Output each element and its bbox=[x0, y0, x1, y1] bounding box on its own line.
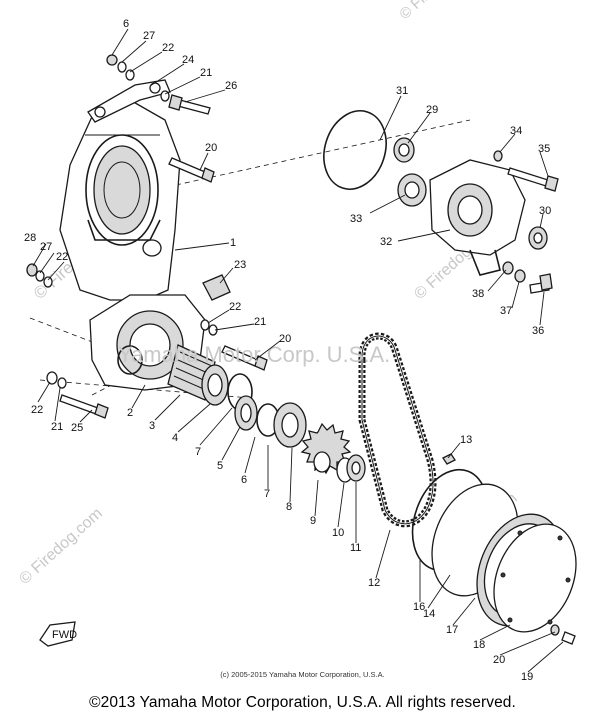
washer-22-left bbox=[46, 371, 58, 385]
callout-16: 17 bbox=[446, 624, 458, 636]
callout-numbers: 6 27 22 24 21 26 20 1 23 22 21 20 28 27 … bbox=[24, 18, 551, 683]
bearing-ring bbox=[201, 364, 229, 406]
small-copyright: (c) 2005-2015 Yamaha Motor Corporation, … bbox=[220, 670, 385, 679]
callout-29: 29 bbox=[426, 104, 438, 116]
callout-33: 33 bbox=[350, 213, 362, 225]
callout-21: 21 bbox=[200, 67, 212, 79]
callout-14: 14 bbox=[423, 608, 435, 620]
bolt-20-lower bbox=[221, 345, 268, 371]
washer-34 bbox=[493, 150, 503, 162]
callout-20: 20 bbox=[205, 142, 217, 154]
callout-9: 9 bbox=[310, 515, 316, 527]
callout-15: 16 bbox=[413, 601, 425, 613]
watermark-firedog-top-right: © Firedog.com bbox=[396, 0, 481, 23]
washer-22-upper bbox=[125, 69, 135, 81]
nut-28-left bbox=[26, 263, 38, 277]
callout-23: 23 bbox=[234, 259, 246, 271]
callout-25: 25 bbox=[71, 422, 83, 434]
callout-3: 3 bbox=[149, 420, 155, 432]
callout-22-b: 22 bbox=[229, 301, 241, 313]
callout-31: 31 bbox=[396, 85, 408, 97]
crankcase-cover bbox=[59, 99, 181, 301]
washer-21-left bbox=[57, 377, 67, 389]
callout-20-b: 20 bbox=[279, 333, 291, 345]
callout-5: 5 bbox=[217, 460, 223, 472]
drive-sprocket bbox=[300, 422, 352, 475]
chain-joint-clip bbox=[442, 453, 456, 465]
callout-22: 22 bbox=[162, 42, 174, 54]
damper-23 bbox=[202, 274, 231, 301]
callout-1: 1 bbox=[230, 237, 236, 249]
forward-arrow-icon: FWD bbox=[39, 621, 77, 647]
thrust-washer bbox=[234, 395, 258, 431]
washer-37 bbox=[514, 269, 526, 283]
callout-27: 27 bbox=[143, 30, 155, 42]
callout-28-b: 28 bbox=[24, 232, 36, 244]
washer-22-mid bbox=[200, 319, 210, 331]
callout-7: 7 bbox=[195, 446, 201, 458]
callout-8: 8 bbox=[286, 501, 292, 513]
watermark-center: Yamaha Motor Corp. U.S.A. bbox=[118, 342, 390, 367]
screw bbox=[561, 631, 576, 645]
washer-22-left-top bbox=[43, 276, 53, 288]
sprocket-nut bbox=[346, 454, 366, 482]
callout-13: 13 bbox=[460, 434, 472, 446]
washer-27-upper bbox=[117, 61, 127, 73]
callout-21-c: 21 bbox=[51, 421, 63, 433]
bolt-26 bbox=[168, 94, 211, 115]
svg-text:FWD: FWD bbox=[52, 629, 77, 641]
callout-30: 30 bbox=[539, 205, 551, 217]
oil-seal-30 bbox=[528, 226, 548, 250]
nut-28-upper bbox=[106, 54, 118, 66]
drive-chain bbox=[358, 332, 437, 528]
callout-38: 38 bbox=[472, 288, 484, 300]
callout-35: 35 bbox=[538, 143, 550, 155]
leader-lines bbox=[32, 28, 564, 673]
callout-27-b: 27 bbox=[40, 241, 52, 253]
main-copyright: ©2013 Yamaha Motor Corporation, U.S.A. A… bbox=[89, 694, 516, 711]
callout-21-b: 21 bbox=[254, 316, 266, 328]
callout-36: 36 bbox=[532, 325, 544, 337]
callout-2: 2 bbox=[127, 407, 133, 419]
callout-24: 24 bbox=[182, 54, 194, 66]
bracket bbox=[87, 79, 171, 123]
callout-10: 10 bbox=[332, 527, 344, 539]
assembly-line bbox=[175, 119, 471, 186]
gear-housing bbox=[429, 159, 526, 276]
callout-18: 19 bbox=[521, 671, 533, 683]
bolt-20-upper bbox=[168, 157, 215, 183]
bolt-36 bbox=[529, 273, 553, 294]
callout-7-b: 7 bbox=[264, 488, 270, 500]
callout-26: 26 bbox=[225, 80, 237, 92]
washer-27-left bbox=[35, 270, 45, 282]
callout-34: 34 bbox=[510, 125, 522, 137]
callout-32: 32 bbox=[380, 236, 392, 248]
callout-22-c: 22 bbox=[56, 251, 68, 263]
watermark-firedog-bottom-left: © Firedog.com bbox=[16, 505, 106, 588]
bolt-25 bbox=[59, 394, 109, 419]
o-ring-large bbox=[323, 110, 387, 190]
oil-seal-29 bbox=[393, 137, 415, 163]
oil-seal bbox=[273, 402, 307, 448]
callout-22-d: 22 bbox=[31, 404, 43, 416]
svg-text:© Firedog.com: © Firedog.com bbox=[396, 0, 481, 23]
bolt-35 bbox=[507, 167, 559, 192]
callout-17: 18 bbox=[473, 639, 485, 651]
outer-cover-plate bbox=[493, 523, 577, 633]
callout-28: 6 bbox=[123, 18, 129, 30]
callout-12: 12 bbox=[368, 577, 380, 589]
callout-19: 20 bbox=[493, 654, 505, 666]
callout-4: 4 bbox=[172, 432, 178, 444]
callout-11: 11 bbox=[350, 542, 361, 554]
callout-6: 6 bbox=[241, 474, 247, 486]
assembly-line bbox=[29, 317, 101, 346]
bearing-33 bbox=[397, 173, 427, 207]
svg-text:© Firedog.com: © Firedog.com bbox=[16, 505, 106, 588]
callout-37: 37 bbox=[500, 305, 512, 317]
